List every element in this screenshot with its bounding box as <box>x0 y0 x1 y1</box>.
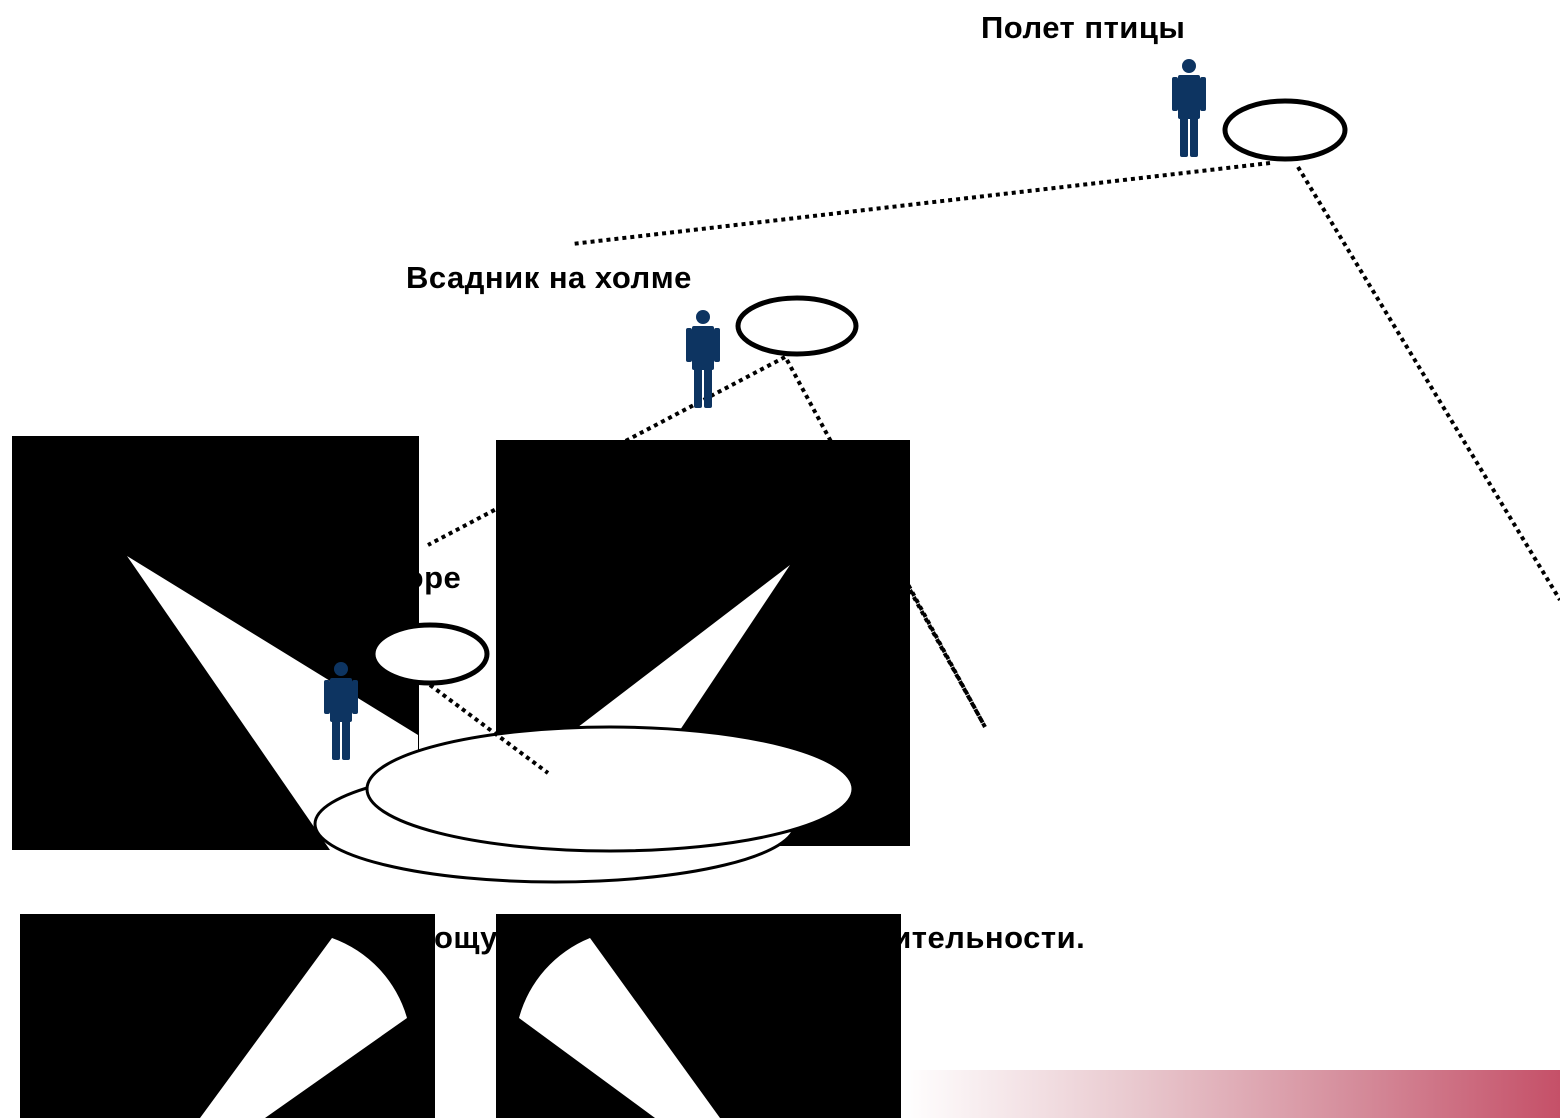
caption-visible-part-1: ощущение относительности. <box>435 920 496 964</box>
mouse-sightline <box>428 683 550 775</box>
ground-disk-front <box>365 725 855 853</box>
mask-top-right-notch <box>535 565 790 760</box>
bird-viewpoint-ellipse <box>1222 98 1348 162</box>
rider-sightline-lower-visible <box>908 589 987 728</box>
caption-visible-part-2: ощущение относительности. <box>901 920 1121 964</box>
slide-gradient-bar <box>903 1070 1560 1118</box>
mask-bottom-left-notch <box>200 938 407 1118</box>
mask-group-bottom <box>20 914 901 1118</box>
mask-bottom-right-notch <box>519 938 720 1118</box>
bird-sightlines <box>571 161 1560 602</box>
mouse-viewpoint-ellipse <box>370 622 490 686</box>
label-mouse-burrow-visible: Мыш в норе <box>419 560 496 604</box>
rider-viewpoint-ellipse <box>735 295 859 357</box>
label-rider-on-hill: Всадник на холме <box>406 260 692 295</box>
bird-observer-person-icon <box>1172 59 1206 157</box>
mask-group-top <box>12 436 910 850</box>
label-bird-flight: Полет птицы <box>981 10 1186 45</box>
rider-observer-person-icon <box>686 310 720 408</box>
mask-top-left-notch <box>127 556 418 850</box>
label-mouse-burrow-clip: Мыш в норе <box>268 560 868 604</box>
